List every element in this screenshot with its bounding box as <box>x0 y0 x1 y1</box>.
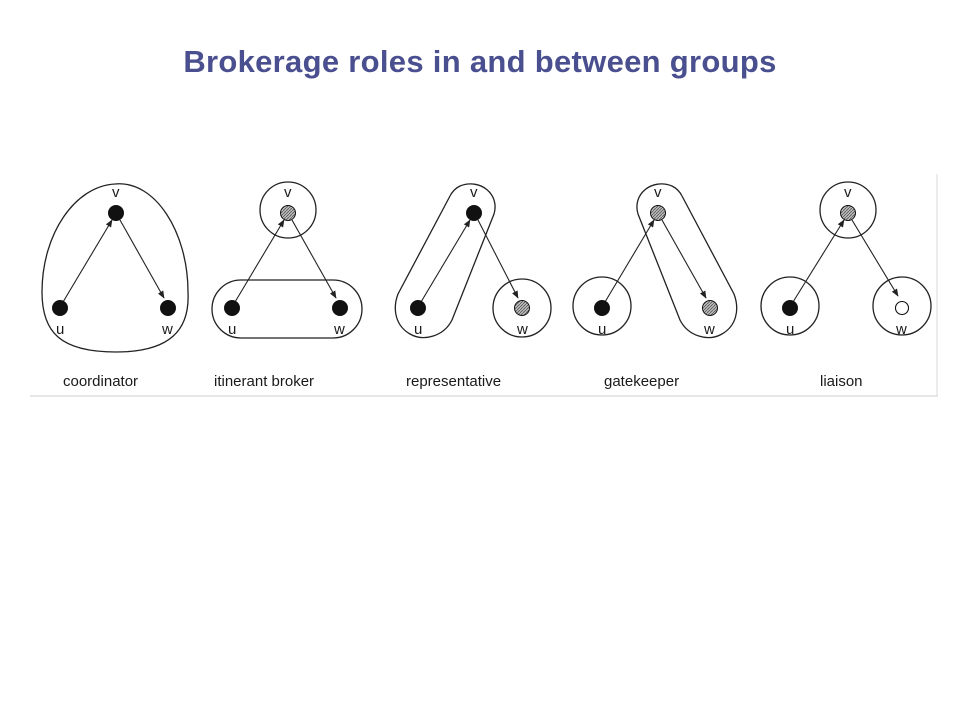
node-u <box>52 300 68 316</box>
group-outline <box>41 183 189 353</box>
edge-u-to-v <box>62 219 113 303</box>
node-label-v: v <box>654 184 662 201</box>
panel-coordinator: v u w coordinator <box>41 183 189 390</box>
node-label-u: u <box>228 321 236 338</box>
node-label-u: u <box>786 321 794 338</box>
node-w <box>894 300 910 316</box>
node-label-v: v <box>470 184 478 201</box>
panel-representative: v u w representative <box>394 183 552 390</box>
edge-v-to-w <box>661 219 707 299</box>
node-label-v: v <box>112 184 120 201</box>
node-v <box>466 205 482 221</box>
panel-caption: coordinator <box>63 373 138 390</box>
node-u <box>594 300 610 316</box>
group-outline-w <box>492 278 552 338</box>
panel-caption: itinerant broker <box>214 373 314 390</box>
node-w <box>332 300 348 316</box>
panel-caption: gatekeeper <box>604 373 679 390</box>
group-outline-u <box>572 276 632 336</box>
node-label-u: u <box>598 321 606 338</box>
edge-v-to-w <box>477 219 519 299</box>
group-outline-v <box>259 181 317 239</box>
panel-caption: representative <box>406 373 501 390</box>
group-outline-v <box>819 181 877 239</box>
edge-v-to-w <box>291 219 337 299</box>
node-w <box>160 300 176 316</box>
edge-u-to-v <box>792 219 845 303</box>
panel-caption: liaison <box>820 373 863 390</box>
edge-u-to-v <box>604 219 655 303</box>
node-v <box>650 205 666 221</box>
edge-v-to-w <box>119 219 165 299</box>
edge-v-to-w <box>851 219 899 297</box>
node-label-w: w <box>333 321 345 338</box>
node-label-u: u <box>414 321 422 338</box>
node-label-u: u <box>56 321 64 338</box>
node-u <box>782 300 798 316</box>
slide-title: Brokerage roles in and between groups <box>183 44 777 79</box>
node-label-w: w <box>516 321 528 338</box>
node-label-w: w <box>161 321 173 338</box>
panel-gatekeeper: v u w gatekeeper <box>572 183 738 390</box>
group-outline-uv <box>394 183 496 339</box>
group-outline-w <box>872 276 932 336</box>
edge-u-to-v <box>420 219 471 303</box>
node-label-w: w <box>895 321 907 338</box>
node-v <box>108 205 124 221</box>
node-label-v: v <box>844 184 852 201</box>
node-v <box>280 205 296 221</box>
node-w <box>514 300 530 316</box>
group-outline-u <box>760 276 820 336</box>
brokerage-roles-diagram: v u w coordinator v u w itinerant broker… <box>30 174 938 397</box>
node-w <box>702 300 718 316</box>
node-v <box>840 205 856 221</box>
node-label-v: v <box>284 184 292 201</box>
panel-liaison: v u w liaison <box>760 181 932 390</box>
node-u <box>410 300 426 316</box>
group-outline-uw <box>211 279 363 339</box>
panel-itinerant-broker: v u w itinerant broker <box>211 181 363 390</box>
node-u <box>224 300 240 316</box>
edge-u-to-v <box>234 219 285 303</box>
group-outline-vw <box>636 183 738 339</box>
node-label-w: w <box>703 321 715 338</box>
